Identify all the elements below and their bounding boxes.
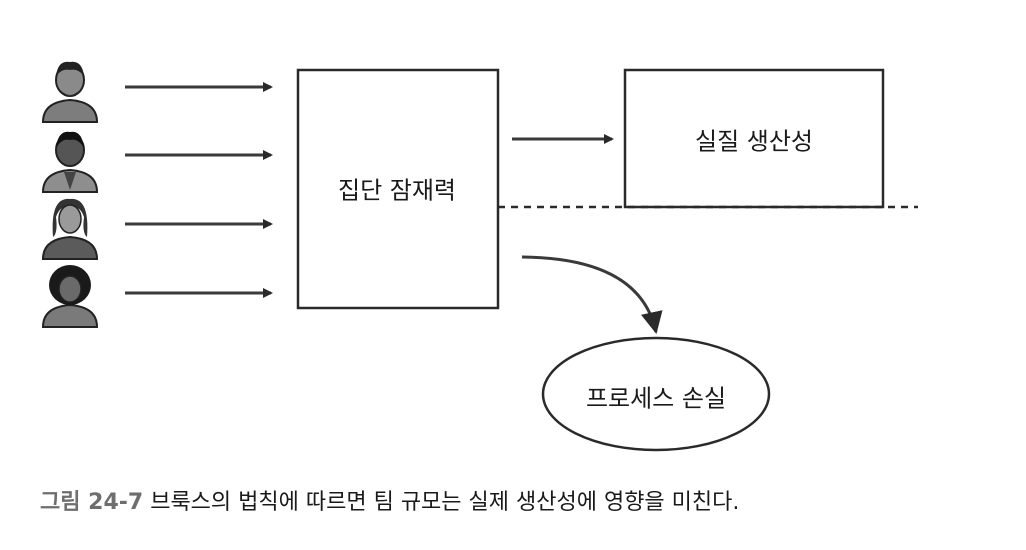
- figure-caption: 그림 24-7 브룩스의 법칙에 따르면 팀 규모는 실제 생산성에 영향을 미…: [40, 484, 739, 516]
- process-loss-label: 프로세스 손실: [585, 384, 727, 413]
- process-loss-ellipse: [541, 336, 771, 452]
- group-potential-label: 집단 잠재력: [337, 176, 457, 205]
- caption-text: 브룩스의 법칙에 따르면 팀 규모는 실제 생산성에 영향을 미친다.: [150, 490, 740, 515]
- group-potential-box: [296, 68, 500, 310]
- actual-productivity-label: 실질 생산성: [694, 127, 814, 156]
- person-icon-1: [41, 61, 99, 123]
- figure-number: 그림 24-7: [40, 490, 144, 515]
- process-loss-arrow: [521, 255, 663, 334]
- person-icon-4: [41, 265, 99, 328]
- actual-productivity-box: [623, 68, 885, 209]
- person-icon-3: [41, 198, 99, 260]
- person-icon-2: [41, 131, 99, 193]
